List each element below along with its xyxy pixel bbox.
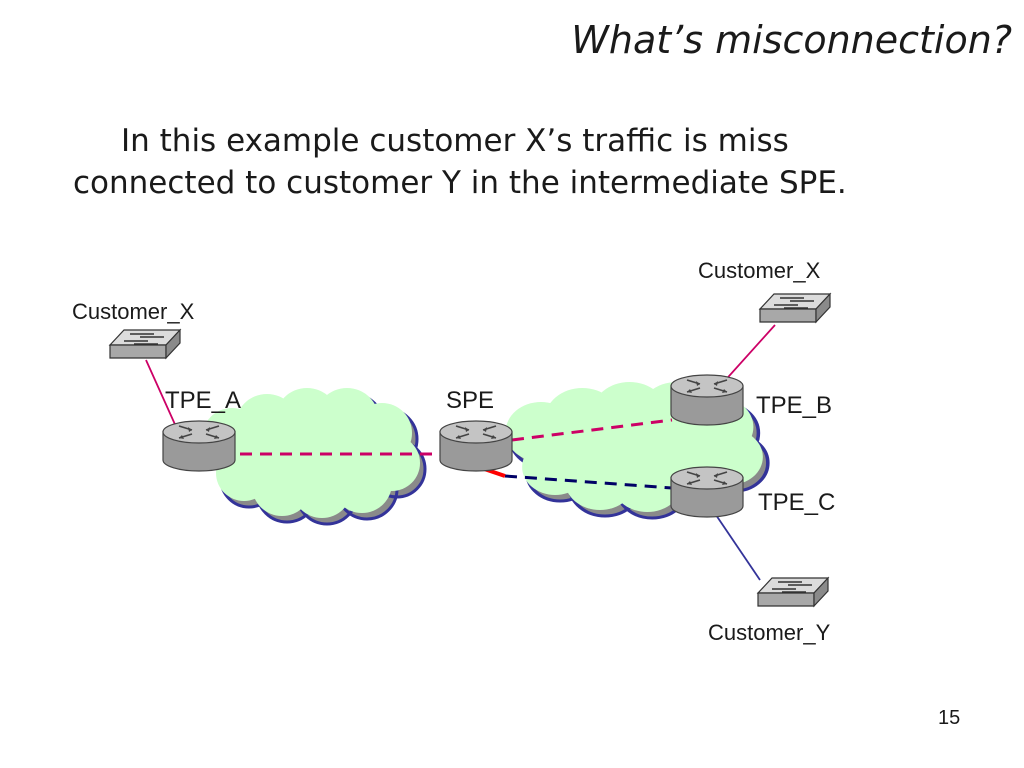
y-path-spe-tpe-c [504,474,673,490]
page-number: 15 [938,707,961,729]
switch-icon-customer-x-right [759,293,831,323]
router-icon-tpe-a [162,420,236,472]
label-customer-y: Customer_Y [708,620,831,645]
label-customer-x-left: Customer_X [72,299,195,324]
x-path-spe-tpe-b [511,418,673,442]
label-tpe-b: TPE_B [756,392,832,419]
switch-icon-customer-y [757,577,829,607]
label-customer-x-right: Customer_X [698,258,821,283]
label-spe: SPE [446,387,494,414]
router-icon-tpe-c [670,466,744,518]
switch-icon-customer-x-left [109,329,181,359]
slide-title: What’s misconnection? [571,18,1012,62]
router-icon-tpe-b [670,374,744,426]
customer-y-link [715,514,761,581]
router-icon-spe [439,420,513,472]
label-tpe-a: TPE_A [165,387,241,414]
slide-body-text: In this example customer X’s traffic is … [73,123,847,201]
label-tpe-c: TPE_C [758,489,835,516]
